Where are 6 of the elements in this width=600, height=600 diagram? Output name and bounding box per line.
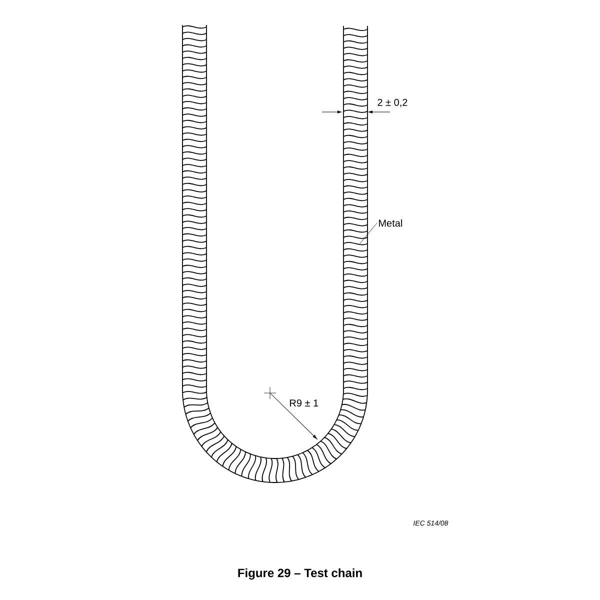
dimension-label: 2 ± 0,2 xyxy=(378,98,408,108)
leader-line xyxy=(360,222,378,244)
chain-drawing xyxy=(182,24,368,483)
part-label: Metal xyxy=(379,219,402,227)
dimension-label: R9 ± 1 xyxy=(290,399,318,407)
figure-caption: Figure 29 – Test chain xyxy=(238,568,362,580)
